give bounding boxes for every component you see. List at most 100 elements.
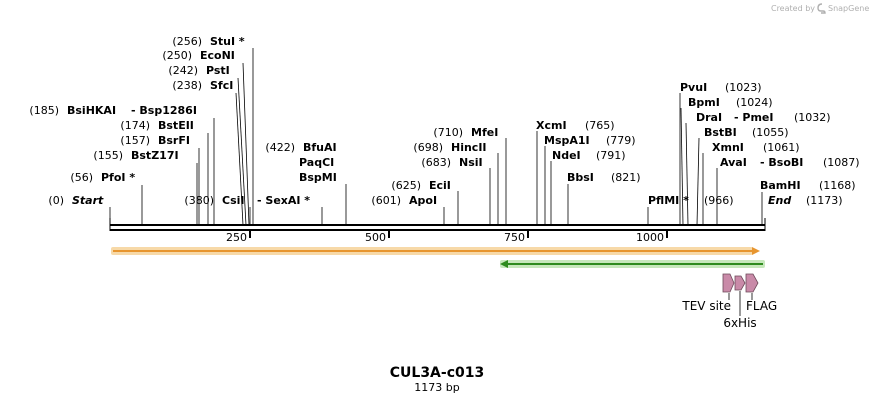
ruler-label: 1000 [636,231,664,244]
site-name: XcmI [536,119,567,132]
feature-label: FLAG [746,299,777,313]
site-name: BamHI [760,179,801,192]
forward-orf-arrowhead [752,247,760,255]
site-position: (966) [704,194,734,207]
site-name: BsiHKAI [67,104,116,117]
site-name: HincII [451,141,487,154]
site-line [237,77,247,226]
site-name: BfuAI [303,141,337,154]
site-name: ApoI [409,194,437,207]
site-position: (157) [120,134,150,147]
ruler-label: 750 [504,231,525,244]
feature-labels: TEV site 6xHis FLAG [681,299,777,330]
site-name: PflMI * [648,194,689,207]
site-line [242,62,250,226]
site-lines [109,48,763,226]
site-line [680,107,684,226]
site-position: (1087) [823,156,860,169]
site-name: EciI [429,179,451,192]
site-labels-right: PflMI * (966) PvuI (1023) BpmI (1024) Dr… [648,81,860,207]
site-name: StuI * [210,35,245,48]
snapgene-logo-icon [817,3,826,14]
site-position: (1173) [806,194,843,207]
flag-feature[interactable] [745,273,759,293]
feature-label: 6xHis [723,316,756,330]
site-name: PfoI * [101,171,135,184]
site-position: (601) [371,194,401,207]
site-name: NsiI [459,156,483,169]
site-labels-middle: (601) ApoI (625) EciI (683) NsiI (698) H… [371,119,640,207]
site-position: (625) [391,179,421,192]
site-name: BspMI [299,171,337,184]
tev-site-feature[interactable] [722,273,735,293]
site-position: (710) [433,126,463,139]
site-name: XmnI [712,141,744,154]
reverse-orf-arrowhead [500,260,508,268]
site-position: (779) [606,134,636,147]
site-line [696,137,700,226]
site-name: NdeI [552,149,581,162]
site-line [235,92,244,226]
ruler: 250 500 750 1000 [226,231,668,244]
site-position: (683) [421,156,451,169]
ruler-label: 250 [226,231,247,244]
site-name: SfcI [210,79,233,92]
site-name: BstEII [158,119,194,132]
site-name: Start [72,194,104,207]
site-name: - Bsp1286I [131,104,197,117]
site-name: End [768,194,791,207]
snapgene-logo: SnapGene [817,3,869,14]
site-position: (256) [172,35,202,48]
site-labels: (0) Start (56) PfoI * (155) BstZ17I (157… [29,35,336,207]
site-name: AvaI [720,156,747,169]
site-position: (698) [413,141,443,154]
site-position: (0) [48,194,64,207]
site-name: BsrFI [158,134,190,147]
site-name: EcoNI [200,49,235,62]
site-position: (242) [168,64,198,77]
reverse-orf-arrow[interactable] [500,260,765,268]
site-position: (1168) [819,179,856,192]
site-position: (1032) [794,111,831,124]
snapgene-brand: SnapGene [828,4,869,13]
site-position: (1023) [725,81,762,94]
site-name: MspA1I [544,134,590,147]
site-position: (174) [120,119,150,132]
map-title: CUL3A-c013 [390,365,484,381]
site-position: (1024) [736,96,773,109]
site-position: (1055) [752,126,789,139]
site-name: BbsI [567,171,594,184]
feature-label: TEV site [681,299,731,313]
site-name: PstI [206,64,230,77]
forward-orf-arrow[interactable] [111,247,760,255]
feature-arrows [722,273,759,316]
site-position: (250) [162,49,192,62]
site-name: - SexAI * [257,194,310,207]
site-position: (155) [93,149,123,162]
site-name: - BsoBI [760,156,803,169]
site-name: MfeI [471,126,498,139]
site-name: DraI [696,111,722,124]
site-position: (238) [172,79,202,92]
site-position: (422) [265,141,295,154]
site-position: (380) [184,194,214,207]
map-length: 1173 bp [414,381,459,394]
site-line [685,122,689,226]
site-name: BstZ17I [131,149,179,162]
site-position: (185) [29,104,59,117]
site-name: - PmeI [734,111,773,124]
ruler-label: 500 [365,231,386,244]
site-position: (765) [585,119,615,132]
his-tag-feature[interactable] [734,275,746,291]
site-name: PvuI [680,81,707,94]
site-name: BpmI [688,96,720,109]
site-position: (791) [596,149,626,162]
site-name: BstBI [704,126,737,139]
site-name: CsiI [222,194,244,207]
site-position: (56) [70,171,93,184]
site-name: PaqCI [299,156,334,169]
created-by-label: Created by [771,4,815,13]
site-position: (821) [611,171,641,184]
site-position: (1061) [763,141,800,154]
